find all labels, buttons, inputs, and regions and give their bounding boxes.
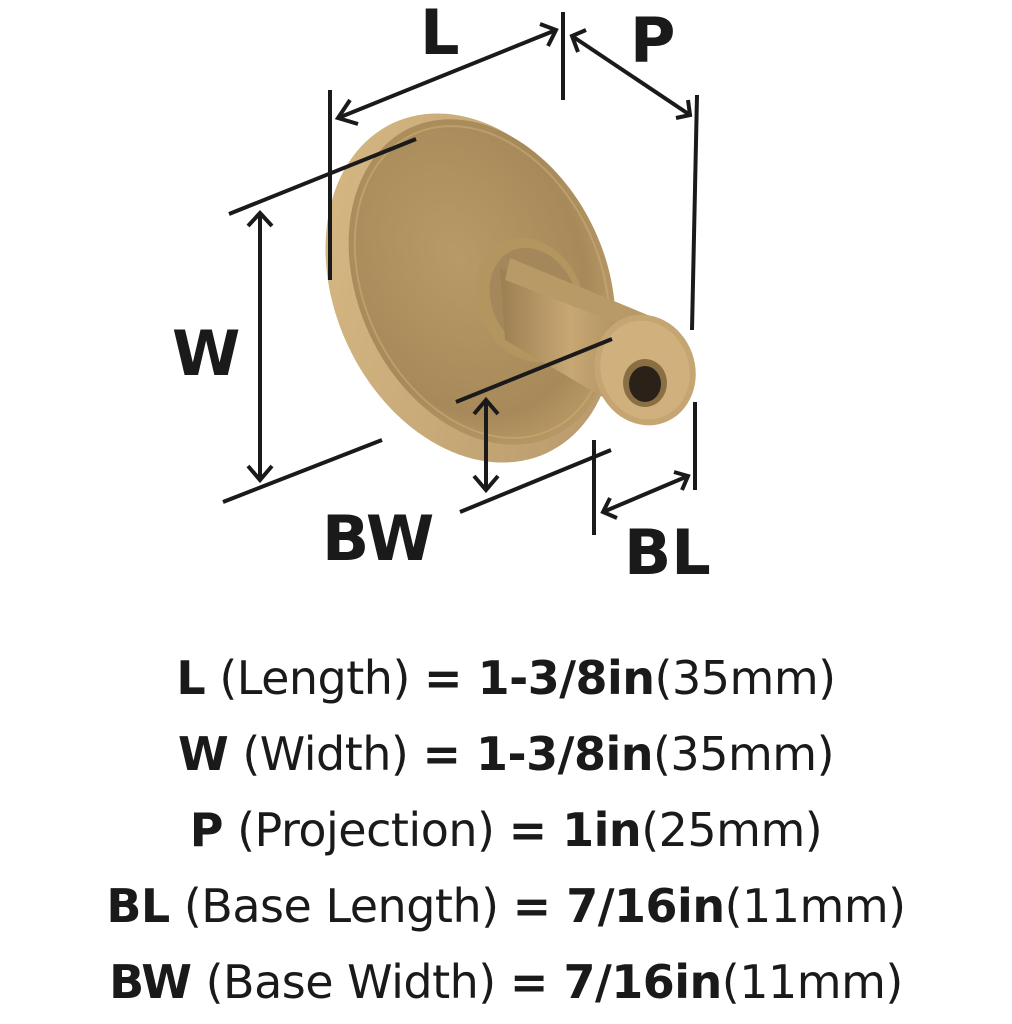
spec-metric: (35mm)	[652, 727, 835, 781]
spec-name: (Projection)	[222, 803, 509, 857]
spec-name: (Length)	[205, 651, 425, 705]
spec-length: L (Length) = 1-3/8in(35mm)	[0, 640, 1012, 716]
label-base-length: BL	[624, 516, 711, 589]
spec-base-width: BW (Base Width) = 7/16in(11mm)	[0, 944, 1012, 1020]
dimension-specs: L (Length) = 1-3/8in(35mm) W (Width) = 1…	[0, 640, 1012, 1020]
spec-imperial: 7/16in	[563, 955, 722, 1009]
knob-illustration	[222, 12, 699, 535]
label-projection: P	[630, 4, 676, 77]
spec-equals: =	[509, 955, 564, 1009]
spec-base-length: BL (Base Length) = 7/16in(11mm)	[0, 868, 1012, 944]
spec-width: W (Width) = 1-3/8in(35mm)	[0, 716, 1012, 792]
spec-imperial: 7/16in	[566, 879, 725, 933]
label-base-width: BW	[322, 502, 435, 575]
spec-abbr: BW	[109, 955, 192, 1009]
spec-metric: (11mm)	[721, 955, 904, 1009]
spec-abbr: L	[176, 651, 206, 705]
label-width: W	[172, 317, 241, 390]
spec-equals: =	[508, 803, 563, 857]
spec-imperial: 1-3/8in	[477, 651, 655, 705]
spec-equals: =	[422, 727, 477, 781]
spec-abbr: BL	[106, 879, 170, 933]
spec-metric: (35mm)	[654, 651, 837, 705]
spec-abbr: W	[177, 727, 229, 781]
spec-imperial: 1in	[562, 803, 642, 857]
spec-metric: (25mm)	[641, 803, 823, 857]
spec-imperial: 1-3/8in	[476, 727, 653, 781]
spec-name: (Base Width)	[191, 955, 510, 1009]
dimension-lines	[222, 12, 699, 535]
spec-name: (Width)	[228, 727, 423, 781]
label-length: L	[420, 0, 460, 69]
spec-equals: =	[512, 879, 567, 933]
spec-abbr: P	[189, 803, 224, 857]
spec-equals: =	[424, 651, 478, 705]
spec-metric: (11mm)	[724, 879, 907, 933]
spec-name: (Base Length)	[169, 879, 513, 933]
spec-projection: P (Projection) = 1in(25mm)	[0, 792, 1012, 868]
knob-dimension-diagram: L P W BW BL	[172, 0, 711, 589]
